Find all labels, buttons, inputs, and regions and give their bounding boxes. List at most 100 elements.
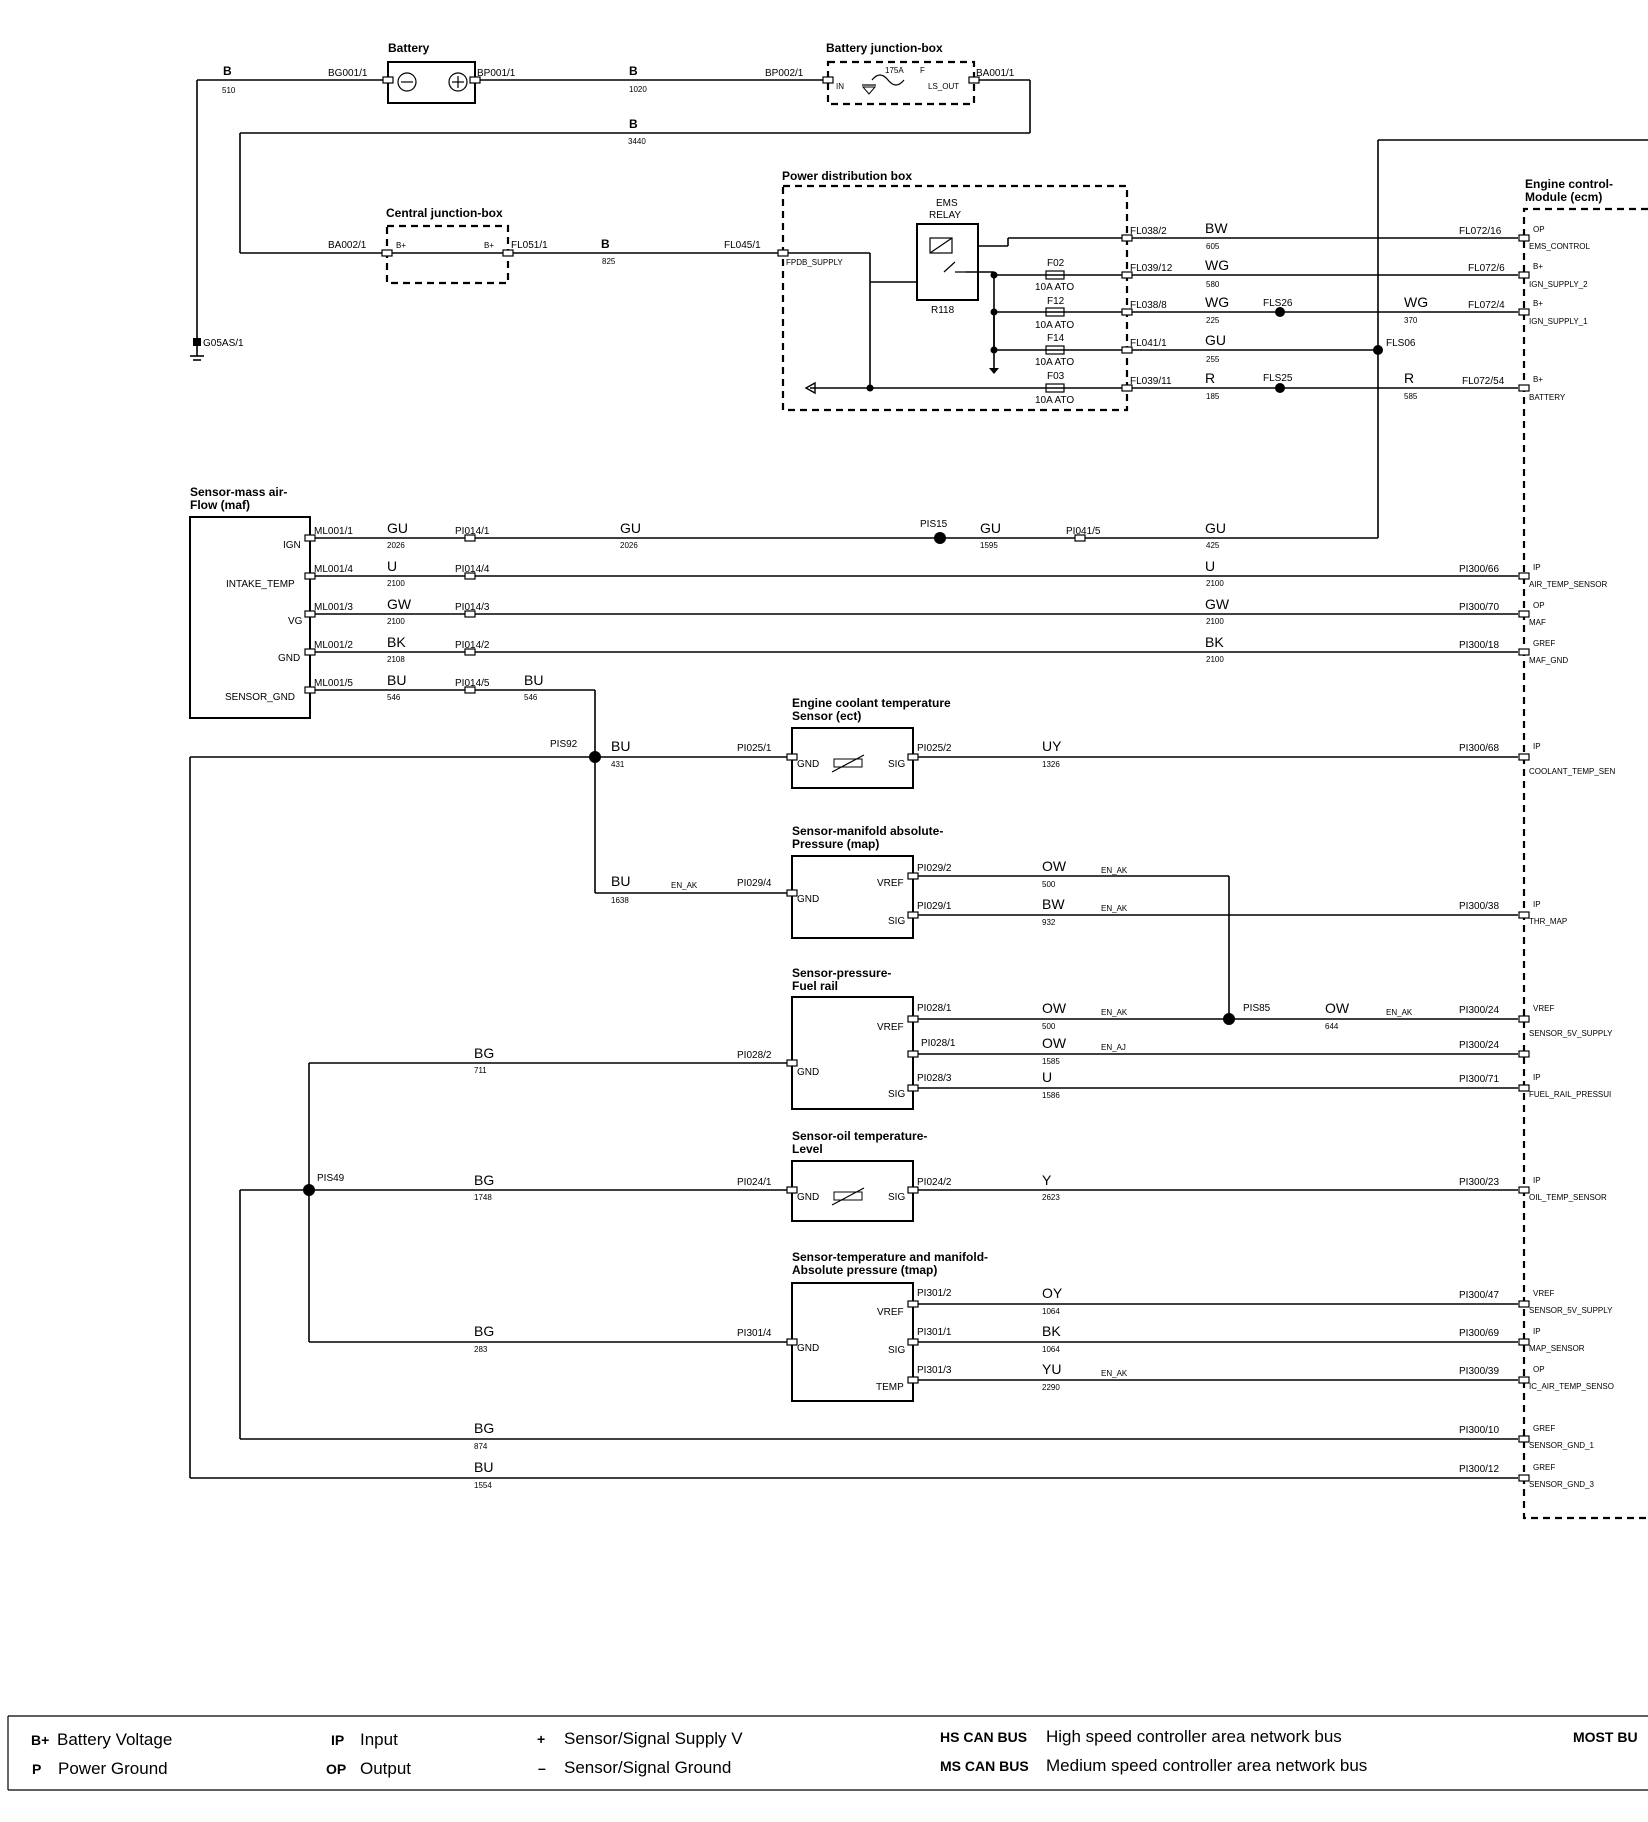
sensor-ground-wires: BG 874 PI300/10 GREF SENSOR_GND_1 BU 155… <box>474 1420 1594 1490</box>
wire-number-label: 932 <box>1042 918 1056 927</box>
connector-label: FL051/1 <box>511 240 548 251</box>
connector-pin <box>786 889 798 897</box>
fuse-label: F14 <box>1047 333 1065 344</box>
splice-label: PIS85 <box>1243 1003 1271 1014</box>
pin-name: FUEL_RAIL_PRESSUI <box>1529 1090 1611 1099</box>
wire-color-label: U <box>1205 558 1215 574</box>
component-title: Sensor-oil temperature- <box>792 1129 927 1143</box>
connector-pin <box>464 610 476 618</box>
wire-color-label: Y <box>1042 1172 1052 1188</box>
pin-name: GND <box>797 894 819 905</box>
connector-label: BA002/1 <box>328 240 367 251</box>
pin-type: OP <box>1533 225 1545 234</box>
connector-pin <box>1518 308 1530 316</box>
wire-color-label: OW <box>1042 858 1067 874</box>
harness-label: EN_AK <box>1386 1008 1413 1017</box>
fuse-label: F12 <box>1047 296 1065 307</box>
pin-name: VG <box>288 616 303 627</box>
wire-number-label: 546 <box>524 693 538 702</box>
connector-pin <box>1518 572 1530 580</box>
relay-label: EMS <box>936 198 958 209</box>
legend-text: Sensor/Signal Supply V <box>564 1729 743 1748</box>
connector-label: FL038/8 <box>1130 300 1167 311</box>
ecm-box <box>1522 207 1648 1520</box>
connector-label: PI029/4 <box>737 878 772 889</box>
connector-pin <box>469 76 481 84</box>
pdb-title: Power distribution box <box>782 169 912 183</box>
wire-number-label: 1064 <box>1042 1307 1060 1316</box>
fuse-icon <box>1045 345 1065 355</box>
connector-label: PI300/24 <box>1459 1040 1499 1051</box>
connector-label: FL039/11 <box>1130 376 1172 387</box>
connector-pin <box>304 686 316 694</box>
wire-color-label: BU <box>474 1459 493 1475</box>
wire-color-label: BU <box>611 738 630 754</box>
wire-number-label: 605 <box>1206 242 1220 251</box>
legend-text: Input <box>360 1730 398 1749</box>
connector-label: FL038/2 <box>1130 226 1167 237</box>
fuse-rating: 10A ATO <box>1035 320 1074 331</box>
legend-text: High speed controller area network bus <box>1046 1727 1342 1746</box>
pin-label: B+ <box>484 241 494 250</box>
ems-relay-box <box>916 223 979 301</box>
ect-sensor-box <box>791 727 914 789</box>
legend-abbr: MOST BU <box>1573 1729 1638 1745</box>
component-title: Sensor-mass air- <box>190 485 287 499</box>
wire-color-label: GU <box>620 520 641 536</box>
fuse-icon <box>1045 270 1065 280</box>
connector-label: FL072/4 <box>1468 300 1505 311</box>
battery-jb-title: Battery junction-box <box>826 41 943 55</box>
connector-label: ML001/5 <box>314 678 353 689</box>
connector-label: PI300/12 <box>1459 1464 1499 1475</box>
wire-color-label: BK <box>387 634 406 650</box>
component-title: Sensor-temperature and manifold- <box>792 1250 988 1264</box>
pin-type: B+ <box>1533 299 1543 308</box>
connector-pin <box>786 1338 798 1346</box>
fuse-rating: 10A ATO <box>1035 282 1074 293</box>
connector-pin <box>1074 534 1086 542</box>
connector-pin <box>1518 1300 1530 1308</box>
wire-number-label: 1595 <box>980 541 998 550</box>
connector-label: PI300/70 <box>1459 602 1499 613</box>
pin-type: IP <box>1533 1073 1541 1082</box>
fuel-rail-sensor: Sensor-pressure- Fuel rail GND VREF SIG … <box>309 966 1613 1110</box>
splice-label: FLS26 <box>1263 298 1293 309</box>
pin-type: IP <box>1533 900 1541 909</box>
component-title: Sensor-pressure- <box>792 966 891 980</box>
pin-type: IP <box>1533 1327 1541 1336</box>
pin-type: VREF <box>1533 1004 1554 1013</box>
connector-pin <box>1518 1338 1530 1346</box>
connector-pin <box>907 753 919 761</box>
pin-name: BATTERY <box>1529 393 1566 402</box>
pin-label: B+ <box>396 241 406 250</box>
connector-label: PI024/1 <box>737 1177 772 1188</box>
relay-id: R118 <box>931 305 955 316</box>
connector-pin <box>382 76 394 84</box>
connector-label: ML001/1 <box>314 526 353 537</box>
wire-color-label: WG <box>1205 294 1229 310</box>
wire-number-label: 185 <box>1206 392 1220 401</box>
battery-section: B 510 BG001/1 G05AS/1 Battery BP001/1 B … <box>190 41 1031 361</box>
connector-pin <box>1121 271 1133 279</box>
connector-pin <box>304 572 316 580</box>
maf-wires: ML001/1 ML001/4 ML001/3 ML001/2 ML001/5 … <box>310 519 1607 702</box>
pin-name: GND <box>797 1343 819 1354</box>
pin-label: IN <box>836 82 844 91</box>
legend-abbr: + <box>537 1731 545 1747</box>
connector-pin <box>464 534 476 542</box>
component-title: Level <box>792 1142 823 1156</box>
connector-label: PI028/2 <box>737 1050 772 1061</box>
wire-number-label: 3440 <box>628 137 646 146</box>
pin-name: GND <box>278 653 300 664</box>
wire-number-label: 585 <box>1404 392 1418 401</box>
fuel-rail-sensor-box <box>791 996 914 1110</box>
connector-label: PI014/3 <box>455 602 490 613</box>
pin-type: OP <box>1533 601 1545 610</box>
wire-number-label: 1064 <box>1042 1345 1060 1354</box>
pin-name: VREF <box>877 1022 904 1033</box>
wire-number-label: 500 <box>1042 1022 1056 1031</box>
oil-temp-sensor-box <box>791 1160 914 1222</box>
connector-label: FL072/54 <box>1462 376 1505 387</box>
wire-number-label: 510 <box>222 86 236 95</box>
pin-name: SENSOR_GND <box>225 692 295 703</box>
